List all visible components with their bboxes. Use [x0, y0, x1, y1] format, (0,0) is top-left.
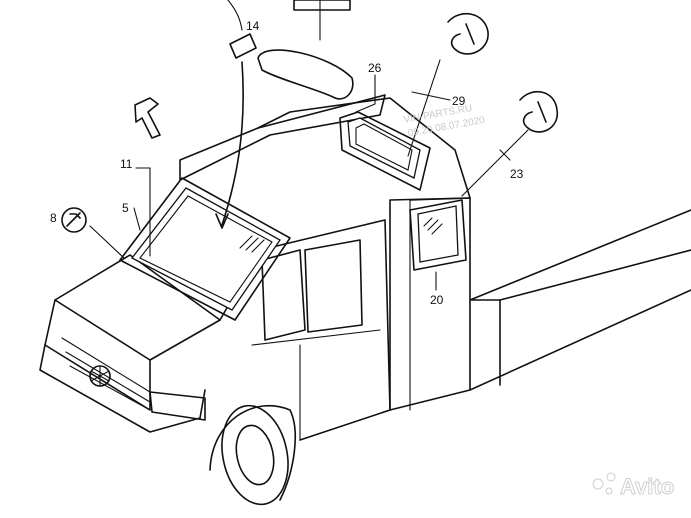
- callout-29: 29: [452, 94, 466, 108]
- callout-labels: 14 26 29 23 11 5 8 20: [50, 19, 524, 307]
- watermark: VIN-PARTS.RU 09.20 08.07.2020: [403, 103, 486, 139]
- side-window: [409, 199, 467, 271]
- callout-5: 5: [122, 201, 129, 215]
- clip-part-icon: [134, 97, 161, 139]
- callout-8: 8: [50, 211, 57, 225]
- seal-part-icon: [447, 12, 489, 55]
- roof-window: [339, 111, 431, 191]
- leader-lines: [89, 0, 529, 291]
- callout-20: 20: [430, 293, 444, 307]
- van-body: [39, 94, 691, 506]
- avito-badge: Avito: [592, 472, 675, 500]
- avito-dot-icon: [592, 478, 604, 490]
- callout-11: 11: [120, 157, 133, 171]
- callout-23: 23: [510, 167, 524, 181]
- seal-part-icon-2: [519, 90, 558, 133]
- windshield: [119, 177, 291, 321]
- avito-dot-icon-3: [605, 487, 613, 495]
- avito-dot-icon-2: [606, 472, 616, 482]
- avito-label: Avito: [620, 474, 674, 499]
- rearview-mirror: [229, 0, 354, 100]
- wrench-icon: [61, 207, 87, 233]
- callout-26: 26: [368, 61, 382, 75]
- callout-14: 14: [246, 19, 260, 33]
